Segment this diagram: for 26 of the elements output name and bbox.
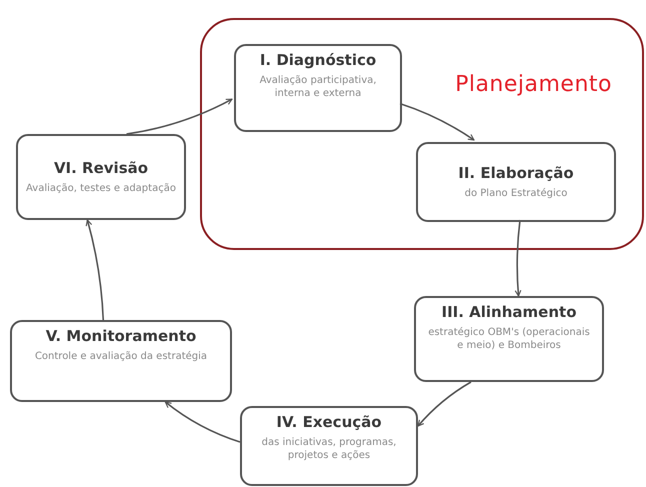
arrow: [514, 220, 522, 297]
step-description: Controle e avaliação da estratégia: [34, 351, 208, 364]
step-description: Avaliação participativa, interna e externa: [258, 75, 378, 100]
step-title: II. Elaboração: [458, 164, 574, 182]
group-frame: [200, 18, 644, 250]
step-description: estratégico OBM's (operacionais e meio) e Bombeiros: [427, 327, 591, 352]
process-box: [240, 406, 418, 486]
step-title: III. Alinhamento: [442, 303, 576, 321]
step-description: Avaliação, testes e adaptação: [26, 182, 176, 196]
process-box: [414, 296, 604, 382]
group-title: Planejamento: [455, 72, 612, 97]
process-box: [10, 320, 232, 402]
arrow: [164, 401, 240, 443]
process-box: [416, 142, 616, 222]
process-box: [234, 44, 402, 132]
step-description: das iniciativas, programas, projetos e ações: [260, 437, 398, 462]
step-title: I. Diagnóstico: [260, 51, 376, 69]
arrow: [400, 102, 475, 141]
arrow: [417, 381, 472, 427]
step-title: IV. Execução: [276, 413, 382, 431]
arrow: [86, 219, 104, 320]
arrow: [126, 98, 233, 135]
step-title: V. Monitoramento: [46, 327, 196, 345]
step-title: VI. Revisão: [54, 158, 148, 177]
step-description: do Plano Estratégico: [464, 188, 568, 200]
process-box: [16, 134, 186, 220]
